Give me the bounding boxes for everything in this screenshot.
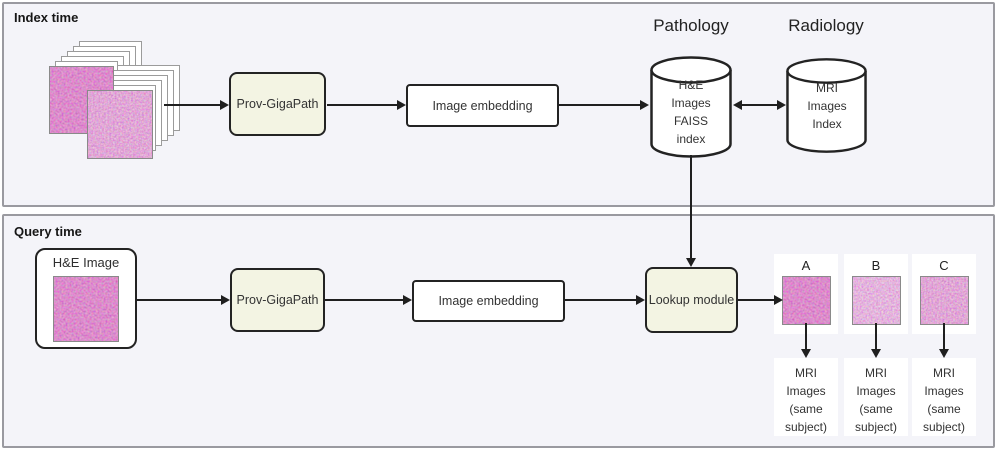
arrowhead-down-icon — [871, 349, 881, 358]
arrowhead-right-icon — [397, 100, 406, 110]
arrow-embedding-to-pathology-index — [559, 104, 640, 106]
mri-card-c: MRI Images (same subject) — [912, 358, 976, 436]
arrowhead-right-icon — [774, 295, 783, 305]
mri-card-b: MRI Images (same subject) — [844, 358, 908, 436]
arrow-stack-to-provgigapath — [164, 104, 220, 106]
arrow-query-to-provgigapath — [137, 299, 221, 301]
prov-gigapath-node: Prov-GigaPath — [229, 72, 326, 136]
arrowhead-right-icon — [403, 295, 412, 305]
query-image-box: H&E Image — [35, 248, 137, 349]
arrowhead-down-icon — [686, 258, 696, 267]
arrow-lookup-to-result-a — [738, 299, 774, 301]
arrow-provgigapath-to-embedding — [327, 104, 397, 106]
result-letter: A — [801, 258, 811, 273]
histology-slide-stack — [45, 36, 185, 162]
result-card-b: B — [844, 254, 908, 334]
arrowhead-right-icon — [777, 100, 786, 110]
arrow-provgigapath-to-embedding — [325, 299, 403, 301]
mri-caption: MRI Images (same subject) — [784, 366, 828, 434]
index-time-panel: Index time Prov-GigaPath I — [2, 2, 995, 207]
result-card-a: A — [774, 254, 838, 334]
arrowhead-right-icon — [636, 295, 645, 305]
arrow-result-b-to-mri — [875, 323, 877, 349]
result-card-c: C — [912, 254, 976, 334]
arrowhead-left-icon — [733, 100, 742, 110]
lookup-module-node: Lookup module — [645, 267, 738, 333]
arrowhead-down-icon — [801, 349, 811, 358]
pathology-index-label: H&E Images FAISS index — [671, 78, 711, 146]
arrow-pathology-radiology-link — [741, 104, 777, 106]
mri-caption: MRI Images (same subject) — [922, 366, 966, 434]
pathology-title: Pathology — [653, 16, 729, 35]
arrowhead-down-icon — [939, 349, 949, 358]
query-time-label: Query time — [14, 224, 82, 239]
result-histology-image-a — [782, 276, 831, 325]
radiology-database-cylinder-icon — [786, 58, 867, 153]
arrowhead-right-icon — [221, 295, 230, 305]
image-embedding-node: Image embedding — [412, 280, 565, 322]
mri-card-a: MRI Images (same subject) — [774, 358, 838, 436]
result-histology-image-c — [920, 276, 969, 325]
radiology-index-label: MRI Images Index — [807, 81, 847, 131]
arrow-result-c-to-mri — [943, 323, 945, 349]
pathology-database-cylinder-icon — [650, 56, 732, 158]
arrow-result-a-to-mri — [805, 323, 807, 349]
query-histology-image — [53, 276, 119, 342]
arrowhead-right-icon — [640, 100, 649, 110]
arrow-index-to-lookup — [690, 155, 692, 258]
mri-caption: MRI Images (same subject) — [854, 366, 898, 434]
index-time-label: Index time — [14, 10, 79, 25]
histology-image — [87, 90, 153, 159]
radiology-title: Radiology — [788, 16, 864, 35]
result-letter: C — [939, 258, 949, 273]
prov-gigapath-node: Prov-GigaPath — [230, 268, 325, 332]
result-histology-image-b — [852, 276, 901, 325]
image-embedding-node: Image embedding — [406, 84, 559, 127]
result-letter: B — [871, 258, 881, 273]
arrowhead-right-icon — [220, 100, 229, 110]
arrow-embedding-to-lookup — [565, 299, 636, 301]
query-time-panel: Query time H&E Image Prov-GigaPath Image… — [2, 214, 995, 448]
query-image-label: H&E Image — [52, 255, 120, 270]
